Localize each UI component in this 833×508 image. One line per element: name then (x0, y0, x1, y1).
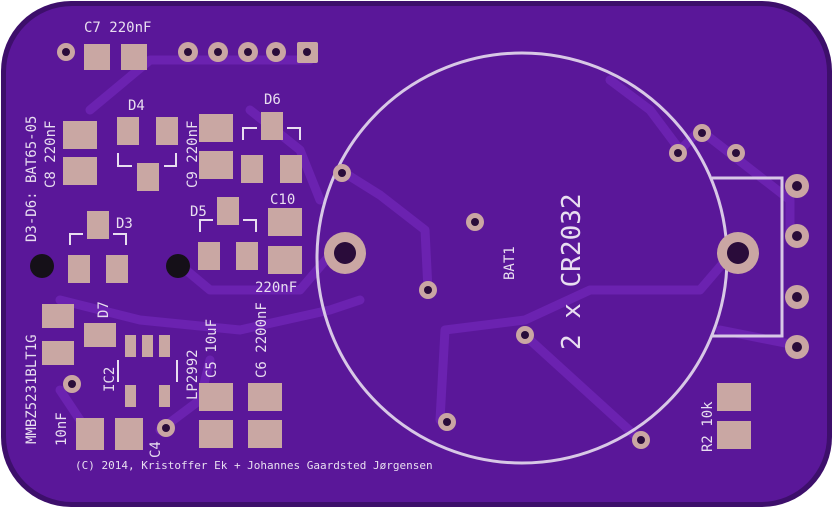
header-j1 (178, 42, 318, 63)
label-d4: D4 (128, 98, 145, 114)
label-lp2992: LP2992 (185, 349, 201, 400)
label-c8: C8 220nF (43, 121, 59, 188)
label-c10-value: 220nF (255, 280, 297, 296)
silk-outlines (69, 127, 301, 382)
smd-pads (42, 44, 751, 450)
label-copyright: (C) 2014, Kristoffer Ek + Johannes Gaard… (75, 459, 433, 472)
vias (57, 43, 745, 449)
label-c5: C5 10uF (204, 319, 220, 378)
label-mmbz: MMBZ5231BLT1G (24, 334, 40, 444)
label-c9: C9 220nF (185, 121, 201, 188)
label-d7: D7 (96, 301, 112, 318)
label-ic2: IC2 (102, 367, 118, 392)
label-d3: D3 (116, 216, 133, 232)
label-r2: R2 10k (700, 401, 716, 452)
mounting-holes (30, 232, 759, 278)
silk-labels: C7 220nF D3-D6: BAT65-05 C8 220nF D4 C9 … (24, 20, 716, 472)
label-c4-value: 10nF (54, 412, 70, 446)
label-c10: C10 (270, 192, 295, 208)
battery-clip-outline (712, 176, 784, 338)
label-c7: C7 220nF (84, 20, 151, 36)
connector-right (785, 174, 809, 359)
label-cr2032: 2 x CR2032 (557, 193, 587, 350)
label-c4: C4 (148, 441, 164, 458)
label-d3-d6: D3-D6: BAT65-05 (24, 116, 40, 242)
label-bat1: BAT1 (502, 246, 518, 280)
label-d6: D6 (264, 92, 281, 108)
label-d5: D5 (190, 204, 207, 220)
label-c6: C6 2200nF (254, 302, 270, 378)
